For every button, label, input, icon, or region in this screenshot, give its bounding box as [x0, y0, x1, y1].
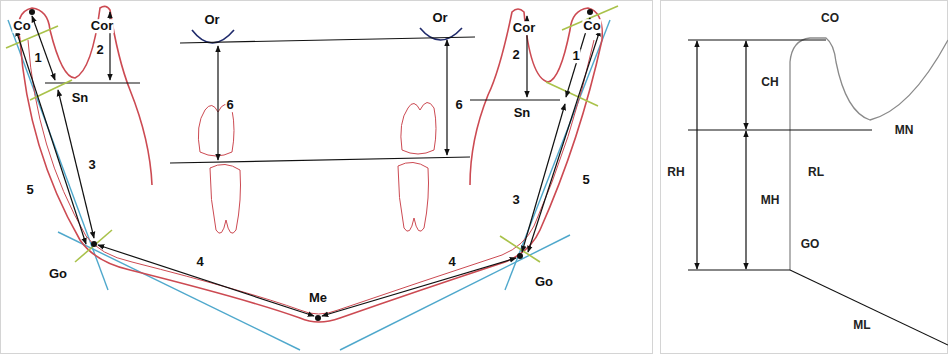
reference-line	[45, 37, 560, 163]
landmark-dot	[29, 9, 593, 321]
reference-line	[170, 157, 470, 163]
landmark-label: RH	[666, 166, 685, 179]
landmark-label: Sn	[71, 91, 90, 105]
landmark-label: Or	[203, 13, 220, 27]
landmark-label: CH	[760, 76, 779, 89]
landmark-label: Co	[12, 19, 31, 33]
reference-line	[470, 99, 560, 100]
measurement-arrow	[16, 30, 86, 244]
dimension-line	[688, 39, 826, 40]
panel-frame	[661, 1, 948, 354]
measurement-number: 3	[87, 158, 96, 172]
measurement-number: 6	[454, 98, 463, 112]
measurement-number: 1	[571, 49, 580, 63]
measurement-number: 3	[511, 193, 520, 207]
dimension-line	[688, 269, 790, 270]
landmark-label: Co	[582, 19, 601, 33]
landmark-label: MN	[894, 124, 915, 137]
perpendicular-mark	[546, 82, 598, 106]
landmark-label: GO	[800, 238, 821, 251]
measurement-number: 4	[195, 255, 204, 269]
measurement-arrow	[528, 30, 600, 252]
landmark-dot	[29, 9, 35, 15]
reference-line	[45, 82, 140, 83]
perpendicular-mark	[500, 236, 540, 262]
dimension-arrow	[697, 41, 746, 269]
tooth-outline	[210, 164, 241, 233]
panel-frame	[1, 1, 653, 354]
landmark-dot	[517, 253, 523, 259]
tangent-line	[8, 20, 610, 350]
perpendicular-mark	[30, 80, 72, 100]
landmark-dot	[315, 315, 321, 321]
measurement-arrow	[446, 40, 447, 155]
mandible-outline	[19, 6, 603, 322]
tooth-outline	[398, 162, 429, 231]
measurement-number: 5	[581, 173, 590, 187]
ramus-outline	[789, 62, 790, 270]
dimension-line	[790, 270, 948, 345]
reference-line	[180, 37, 475, 43]
measurement-number: 2	[511, 48, 520, 62]
landmark-label: Go	[534, 275, 554, 289]
dimension-line	[688, 129, 872, 130]
mandible-outline	[20, 8, 602, 322]
measurement-number: 5	[25, 183, 34, 197]
measurement-number: 1	[33, 51, 42, 65]
ramus-outline	[790, 38, 948, 120]
measurement-arrow	[217, 46, 218, 160]
dimension-arrow	[745, 41, 746, 129]
landmark-dot	[91, 241, 97, 247]
ramus-outline	[790, 38, 948, 270]
measurement-arrow	[98, 245, 314, 316]
tooth-outline	[198, 104, 234, 156]
tangent-line	[58, 232, 300, 350]
landmark-label: Or	[431, 11, 448, 25]
landmark-label: Cor	[90, 19, 114, 33]
orbitale-arc	[192, 30, 234, 43]
measurement-arrow	[322, 258, 516, 316]
mandible-outline	[19, 6, 153, 185]
landmark-label: Cor	[512, 21, 536, 35]
measurement-number: 2	[95, 43, 104, 57]
measurement-arrow	[16, 12, 600, 316]
landmark-label: ML	[852, 319, 871, 332]
mandible-outline	[28, 40, 594, 314]
tooth-outline	[198, 102, 436, 233]
measurement-arrow	[522, 104, 565, 252]
landmark-dot	[587, 9, 593, 15]
tooth-outline	[401, 102, 436, 154]
dimension-arrow	[745, 131, 746, 269]
measurement-number: 4	[447, 255, 456, 269]
orbitale-arc	[192, 28, 462, 43]
landmark-label: Sn	[513, 106, 532, 120]
tangent-line	[340, 235, 570, 350]
landmark-label: CO	[820, 12, 840, 25]
measurement-number: 6	[225, 98, 234, 112]
dimension-line	[688, 40, 948, 345]
perpendicular-mark	[6, 6, 618, 262]
landmark-label: Go	[48, 267, 68, 281]
landmark-label: MH	[760, 194, 781, 207]
measurement-arrow	[32, 16, 55, 80]
dimension-arrow	[696, 41, 697, 269]
landmark-label: RL	[807, 166, 825, 179]
landmark-label: Me	[308, 291, 328, 305]
